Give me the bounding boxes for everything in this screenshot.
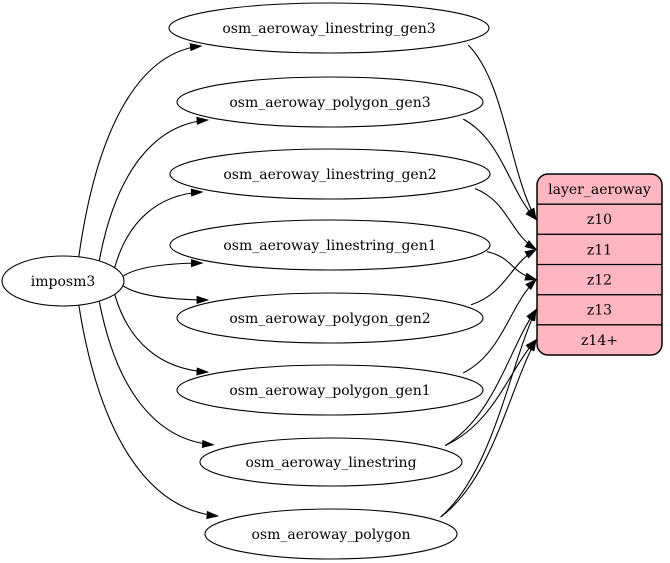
edge-imposm3-to-osm_aeroway_linestring_gen2-arrowhead-icon [190,188,204,197]
record-row-label-z10: z10 [587,212,612,228]
edge-imposm3-to-osm_aeroway_linestring [98,301,214,446]
edge-osm_aeroway_linestring-to-layer_aeroway-z13 [444,309,537,447]
node-osm_aeroway_linestring: osm_aeroway_linestring [199,437,463,487]
node-ellipse-osm_aeroway_linestring_gen2 [169,148,491,200]
node-osm_aeroway_polygon: osm_aeroway_polygon [204,508,458,560]
edge-osm_aeroway_polygon_gen3-to-layer_aeroway-z10 [462,118,537,220]
node-osm_aeroway_linestring_gen3: osm_aeroway_linestring_gen3 [168,2,490,54]
edge-osm_aeroway_polygon-to-layer_aeroway-z14+ [440,339,537,518]
node-ellipse-osm_aeroway_linestring_gen1 [169,219,491,271]
edge-imposm3-to-osm_aeroway_linestring_gen2 [114,191,203,268]
edge-imposm3-to-osm_aeroway_polygon_gen3-arrowhead-icon [196,116,210,125]
node-label-osm_aeroway_polygon_gen2: osm_aeroway_polygon_gen2 [229,311,430,327]
edge-osm_aeroway_polygon_gen2-to-layer_aeroway-z11-arrowhead-icon [524,248,538,259]
edge-osm_aeroway_linestring_gen1-to-layer_aeroway-z12-arrowhead-icon [524,272,538,281]
record-row-label-z11: z11 [587,242,612,258]
record-title: layer_aeroway [548,182,651,198]
node-ellipse-osm_aeroway_polygon [204,508,458,560]
node-label-osm_aeroway_polygon_gen3: osm_aeroway_polygon_gen3 [229,95,430,111]
edge-imposm3-to-osm_aeroway_polygon_gen2 [122,285,208,301]
record-row-label-z14+: z14+ [581,333,618,349]
node-osm_aeroway_linestring_gen2: osm_aeroway_linestring_gen2 [169,148,491,200]
node-label-osm_aeroway_linestring_gen2: osm_aeroway_linestring_gen2 [223,167,436,183]
node-imposm3: imposm3 [1,255,125,307]
edge-osm_aeroway_polygon-to-layer_aeroway-z13-arrowhead-icon [527,308,537,322]
record-row-label-z12: z12 [587,272,612,288]
node-osm_aeroway_polygon_gen1: osm_aeroway_polygon_gen1 [176,364,484,416]
edge-osm_aeroway_polygon-to-layer_aeroway-z14+-arrowhead-icon [527,338,537,352]
edge-imposm3-to-osm_aeroway_polygon_gen1 [114,294,208,373]
edge-imposm3-to-osm_aeroway_polygon_gen1-arrowhead-icon [196,367,210,376]
node-label-osm_aeroway_linestring_gen1: osm_aeroway_linestring_gen1 [223,238,436,254]
edge-osm_aeroway_linestring-to-layer_aeroway-z14+ [444,339,537,447]
edge-osm_aeroway_linestring_gen3-to-layer_aeroway-z10 [467,44,537,220]
node-label-osm_aeroway_linestring_gen3: osm_aeroway_linestring_gen3 [222,21,435,37]
node-ellipse-osm_aeroway_polygon_gen2 [176,292,484,344]
edge-imposm3-to-osm_aeroway_linestring_gen3 [78,45,202,257]
edge-osm_aeroway_polygon_gen1-to-layer_aeroway-z12 [462,279,537,374]
node-ellipse-imposm3 [1,255,125,307]
record-row-label-z13: z13 [587,303,612,319]
edge-osm_aeroway_polygon_gen3-to-layer_aeroway-z10-arrowhead-icon [525,208,538,221]
record-node-layer_aeroway: layer_aeroway z10 z11 z12 z13 z14+ [536,173,663,356]
edge-osm_aeroway_linestring_gen2-to-layer_aeroway-z11-arrowhead-icon [524,240,538,251]
edge-imposm3-to-osm_aeroway_polygon_gen3 [98,119,208,261]
edge-imposm3-to-osm_aeroway_linestring-arrowhead-icon [201,439,215,448]
edge-imposm3-to-osm_aeroway_polygon [78,305,218,517]
node-ellipse-osm_aeroway_polygon_gen1 [176,364,484,416]
edge-imposm3-to-osm_aeroway_linestring_gen1-arrowhead-icon [190,259,204,268]
node-ellipse-osm_aeroway_linestring_gen3 [168,2,490,54]
node-osm_aeroway_polygon_gen2: osm_aeroway_polygon_gen2 [176,292,484,344]
edge-imposm3-to-osm_aeroway_polygon-arrowhead-icon [206,510,220,520]
node-ellipse-osm_aeroway_linestring [199,437,463,487]
node-ellipse-osm_aeroway_polygon_gen3 [176,76,484,128]
edge-imposm3-to-osm_aeroway_linestring_gen3-arrowhead-icon [189,43,203,52]
node-label-osm_aeroway_polygon: osm_aeroway_polygon [251,527,410,543]
edge-osm_aeroway_polygon_gen1-to-layer_aeroway-z12-arrowhead-icon [525,278,538,291]
node-label-imposm3: imposm3 [31,274,96,290]
node-label-osm_aeroway_polygon_gen1: osm_aeroway_polygon_gen1 [229,383,430,399]
node-osm_aeroway_linestring_gen1: osm_aeroway_linestring_gen1 [169,219,491,271]
edge-imposm3-to-osm_aeroway_linestring_gen1 [122,262,203,277]
node-label-osm_aeroway_linestring: osm_aeroway_linestring [245,455,416,471]
edge-osm_aeroway_polygon-to-layer_aeroway-z13 [440,309,537,518]
node-osm_aeroway_polygon_gen3: osm_aeroway_polygon_gen3 [176,76,484,128]
edge-imposm3-to-osm_aeroway_polygon_gen2-arrowhead-icon [196,295,210,304]
